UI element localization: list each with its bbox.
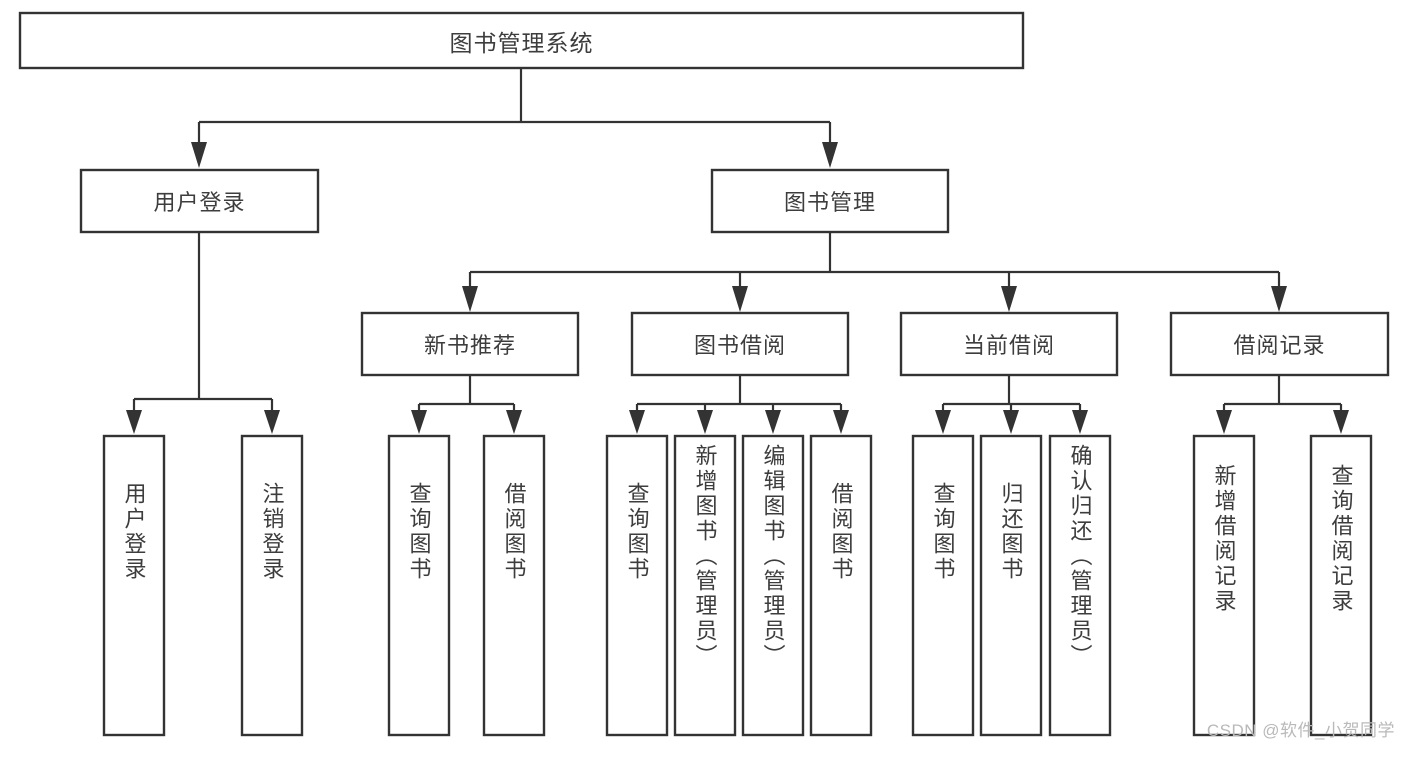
arrow-head-icon	[629, 410, 645, 434]
arrow-head-icon	[1216, 410, 1232, 434]
connector-currentborrow-to-leaves	[935, 375, 1088, 434]
connector-bookborrow-to-leaves	[629, 375, 849, 434]
arrow-head-icon	[462, 286, 478, 312]
node-box-leaf-borrow-book-1[interactable]	[482, 434, 546, 737]
node-box-root[interactable]	[18, 11, 1025, 70]
node-box-new-book-recommend[interactable]	[360, 311, 580, 377]
node-box-user-login[interactable]	[79, 168, 320, 234]
connector-userlogin-to-leaves	[126, 232, 280, 434]
node-box-leaf-user-login[interactable]	[102, 434, 166, 737]
arrow-head-icon	[1333, 410, 1349, 434]
arrow-head-icon	[1001, 286, 1017, 312]
arrow-head-icon	[935, 410, 951, 434]
node-box-current-borrow[interactable]	[899, 311, 1119, 377]
connector-newbook-to-leaves	[411, 375, 522, 434]
arrow-head-icon	[126, 410, 142, 434]
arrow-head-icon	[765, 410, 781, 434]
flowchart-svg	[18, 11, 1390, 737]
node-box-leaf-logout-login[interactable]	[240, 434, 304, 737]
node-box-book-borrow[interactable]	[630, 311, 850, 377]
node-box-leaf-add-book[interactable]	[673, 434, 737, 737]
node-box-leaf-query-book-3[interactable]	[911, 434, 975, 737]
connector-borrowrecord-to-leaves	[1216, 375, 1349, 434]
arrow-head-icon	[822, 142, 838, 168]
arrow-head-icon	[1072, 410, 1088, 434]
node-box-leaf-query-record[interactable]	[1309, 434, 1373, 737]
node-box-leaf-add-record[interactable]	[1192, 434, 1256, 737]
arrow-head-icon	[697, 410, 713, 434]
arrow-head-icon	[732, 286, 748, 312]
node-box-leaf-return-book[interactable]	[979, 434, 1043, 737]
arrow-head-icon	[191, 142, 207, 168]
node-box-leaf-query-book-2[interactable]	[605, 434, 669, 737]
connector-root-to-level2	[191, 68, 838, 168]
diagram-canvas-root: 图书管理系统 用户登录 图书管理 新书推荐 图书借阅 当前借阅 借阅记录 用户登…	[18, 11, 1394, 740]
node-box-borrow-record[interactable]	[1169, 311, 1390, 377]
arrow-head-icon	[1003, 410, 1019, 434]
node-box-leaf-borrow-book-2[interactable]	[809, 434, 873, 737]
connector-bookmgmt-to-level3	[462, 232, 1287, 312]
node-box-book-management[interactable]	[710, 168, 950, 234]
arrow-head-icon	[1271, 286, 1287, 312]
node-box-leaf-confirm-return[interactable]	[1048, 434, 1112, 737]
arrow-head-icon	[506, 410, 522, 434]
arrow-head-icon	[411, 410, 427, 434]
node-box-leaf-query-book-1[interactable]	[387, 434, 451, 737]
arrow-head-icon	[264, 410, 280, 434]
arrow-head-icon	[833, 410, 849, 434]
node-box-leaf-edit-book[interactable]	[741, 434, 805, 737]
